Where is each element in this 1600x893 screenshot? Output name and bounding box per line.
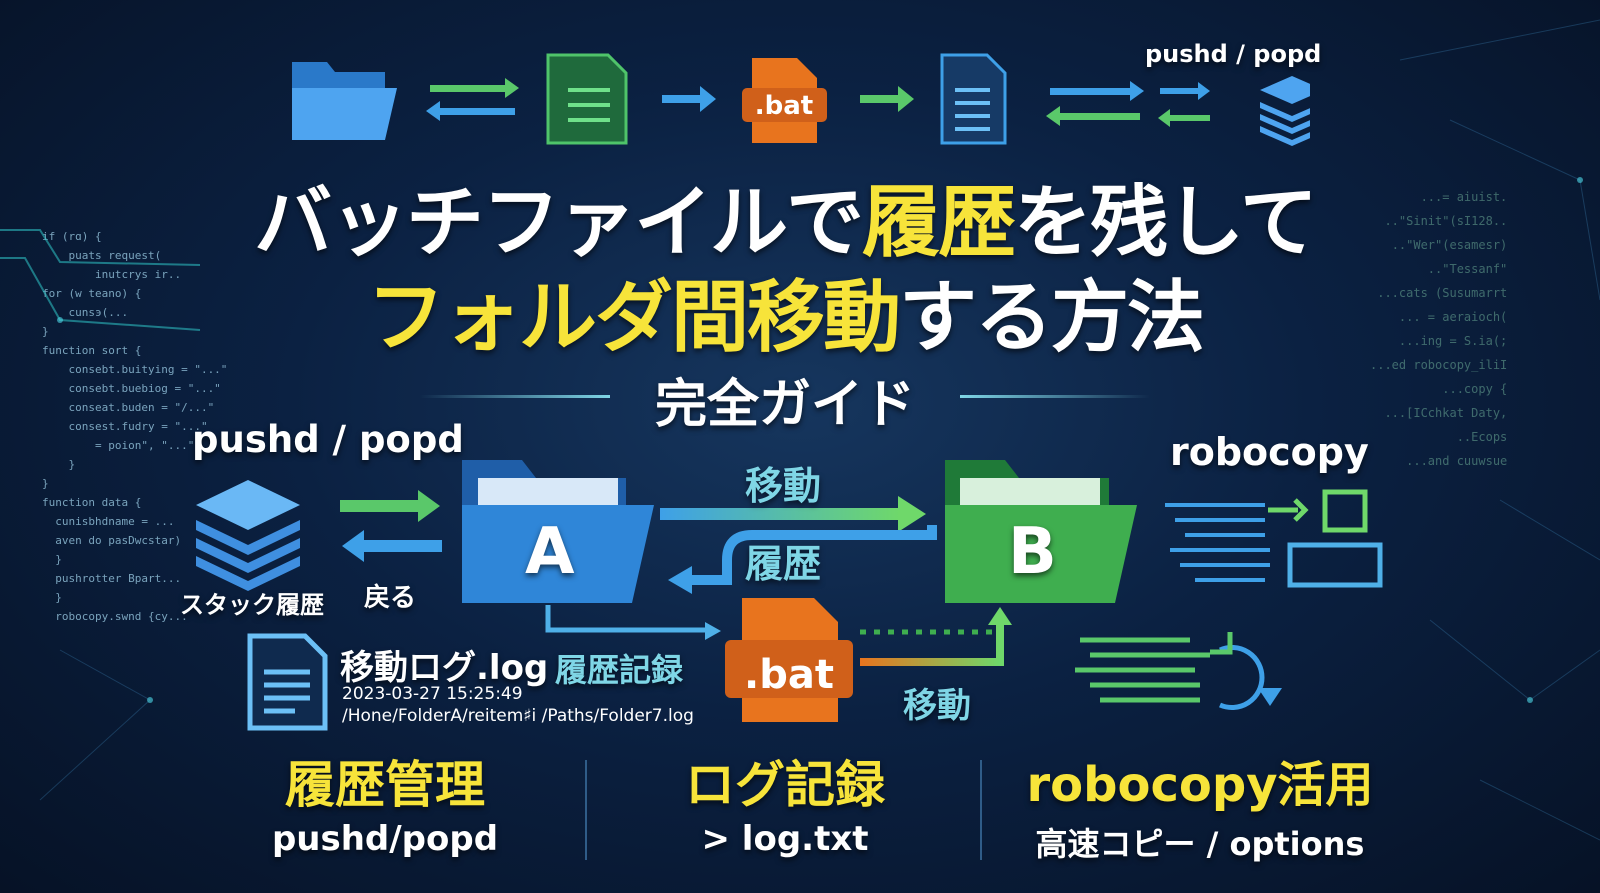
code-line: pushrotter Bpart... — [42, 572, 182, 585]
title-line-1: バッチファイルで履歴を残して — [0, 160, 1570, 272]
folder-b-label: B — [1008, 515, 1057, 589]
code-line: function data { — [42, 496, 142, 509]
move-label: 移動 — [745, 464, 822, 508]
code-line: inutcrys ir.. — [42, 268, 182, 281]
move-arrow-icon — [660, 496, 926, 532]
subtitle: 完全ガイド — [654, 375, 915, 435]
code-line: ...cats (Susumarrt — [1377, 286, 1508, 300]
feature-robocopy: robocopy活用 高速コピー / options — [1000, 745, 1400, 865]
push-arrow-icon — [340, 490, 440, 522]
stack-icon — [196, 480, 300, 591]
svg-text:.bat: .bat — [755, 91, 813, 121]
code-line: = poion", "..." — [42, 439, 195, 452]
folder-b-icon — [945, 460, 1137, 603]
document-blue-icon — [940, 53, 1007, 145]
feature-log: ログ記録 > log.txt — [630, 745, 940, 859]
log-timestamp: 2023-03-27 15:25:49 — [342, 684, 523, 704]
folder-a-icon — [462, 460, 654, 603]
code-line: } — [42, 325, 49, 338]
feature-sub: > log.txt — [701, 819, 869, 859]
code-line: aven do pasDwcstar) — [42, 534, 182, 547]
feature-divider-2 — [980, 760, 982, 860]
log-path: /Hone/FolderA/reitem♯i /Paths/Folder7.lo… — [342, 706, 694, 726]
folder-a-label: A — [525, 515, 575, 589]
background-code-right: ...= aiuist. .."Sinit"(sI128.. .."Wer"(esa… — [1370, 185, 1507, 473]
arrow-right-icon — [662, 86, 716, 112]
code-line: puats request( — [42, 249, 162, 262]
title-yellow-2: フォルダ間移動 — [366, 273, 901, 363]
code-line: } — [42, 553, 62, 566]
code-line: ...ing = S.ia(; — [1398, 334, 1508, 348]
code-line: function sort { — [42, 344, 142, 357]
code-line: ... = aeraioch( — [1398, 310, 1508, 324]
top-workflow-icons: .bat — [292, 53, 1310, 146]
code-line: consebt.buebiog = "..." — [42, 382, 221, 395]
code-line: robocopy.swnd {cy... — [42, 610, 188, 623]
history-record-label: 履歴記録 — [555, 651, 684, 689]
subtitle-line-right — [960, 395, 1150, 398]
code-line: .."Wer"(esamesr) — [1391, 238, 1508, 252]
history-label: 履歴 — [745, 542, 822, 586]
code-line: ...[ICchkat Daty, — [1384, 406, 1508, 420]
code-line: ..Ecops — [1456, 430, 1508, 444]
feature-sub: pushd/popd — [271, 819, 499, 859]
bat-to-b-arrow — [860, 622, 1004, 666]
pushd-label: pushd / popd — [192, 418, 464, 461]
stack-layers-icon — [1260, 76, 1310, 146]
feature-title: robocopy活用 — [1026, 757, 1374, 813]
subtitle-line-left — [420, 395, 610, 398]
feature-divider-1 — [585, 760, 587, 860]
code-line: ...and cuuwsue — [1406, 454, 1508, 468]
arrow-right-green-icon — [860, 86, 914, 112]
code-line: } — [42, 458, 76, 471]
code-line: ...= aiuist. — [1420, 190, 1508, 204]
code-line: for (w teano) { — [42, 287, 142, 300]
feature-title: ログ記録 — [685, 756, 885, 814]
feature-title: 履歴管理 — [285, 756, 485, 814]
code-line: .."Tessanf" — [1427, 262, 1508, 276]
back-label: 戻る — [364, 583, 417, 613]
history-arrow-icon — [687, 525, 937, 585]
code-line: conseat.buden = "/..." — [42, 401, 215, 414]
folder-icon — [292, 62, 397, 140]
stack-history-label: スタック履歴 — [180, 591, 324, 619]
title-line-2: フォルダ間移動する方法 — [0, 255, 1570, 367]
bat-file-icon-large: .bat — [725, 598, 853, 722]
title-white-b: を残して — [1014, 178, 1318, 268]
code-line: ...copy { — [1442, 382, 1508, 396]
log-file-icon — [247, 633, 328, 731]
title-yellow: 履歴 — [862, 178, 1016, 268]
robocopy-label: robocopy — [1170, 430, 1369, 474]
move-label-2: 移動 — [903, 686, 971, 726]
code-line: .."Sinit"(sI128.. — [1384, 214, 1508, 228]
code-line: cunsэ(... — [42, 306, 129, 319]
code-line: consest.fudry = "..." — [42, 420, 208, 433]
feature-sub: 高速コピー / options — [1035, 825, 1365, 863]
swap-arrows-icon-2 — [1046, 81, 1210, 127]
swap-arrows-icon — [426, 78, 519, 121]
title-white-2: する方法 — [899, 273, 1205, 363]
code-line: } — [42, 477, 49, 490]
code-line: } — [42, 591, 62, 604]
top-pushd-label: pushd / popd — [1145, 40, 1322, 68]
robocopy-copy-icon — [1165, 489, 1383, 588]
robocopy-sync-icon — [1075, 632, 1265, 710]
document-green-icon — [546, 53, 628, 145]
back-arrow-icon — [342, 530, 442, 562]
svg-text:.bat: .bat — [744, 652, 834, 698]
code-line: consebt.buitying = "..." — [42, 363, 228, 376]
code-line: ...ed robocopy_iliI — [1370, 358, 1508, 372]
log-file-name: 移動ログ.log — [340, 648, 549, 688]
background-code-left: if (rɑ) { puats request( inutcrys ir..fo… — [42, 208, 227, 626]
feature-history: 履歴管理 pushd/popd — [235, 745, 535, 859]
title-white-a: バッチファイルで — [254, 178, 864, 268]
bat-file-icon: .bat — [742, 58, 827, 143]
log-arrow-icon — [545, 605, 708, 633]
code-line: cunisbhdname = ... — [42, 515, 175, 528]
